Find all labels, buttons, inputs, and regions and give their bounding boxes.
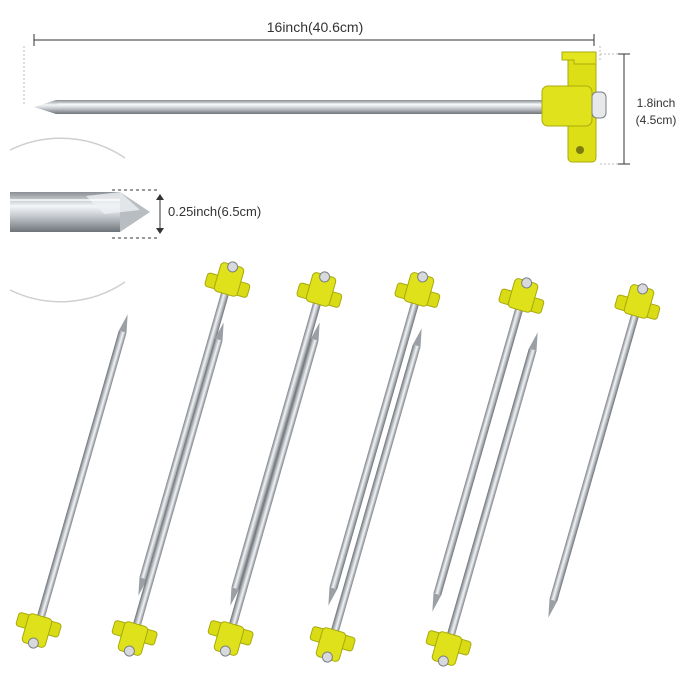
stake-pair-2 (106, 265, 348, 663)
stake-tip (34, 100, 56, 114)
stake-set (10, 255, 666, 673)
stake-pair-3 (202, 265, 446, 663)
stake-head (541, 51, 607, 163)
stake-shaft (56, 100, 550, 114)
tip-diameter-label: 0.25inch(6.5cm) (168, 204, 262, 219)
head-height-label: 1.8inch (636, 96, 676, 110)
tip-zoom-inset (9, 137, 164, 303)
head-height-metric-label: (4.5cm) (635, 113, 677, 127)
stake-pair-4 (304, 271, 550, 669)
stake-pair-5 (420, 277, 666, 673)
length-label: 16inch(40.6cm) (266, 19, 364, 35)
stake-pair-1 (10, 255, 256, 655)
featured-stake (23, 34, 630, 165)
